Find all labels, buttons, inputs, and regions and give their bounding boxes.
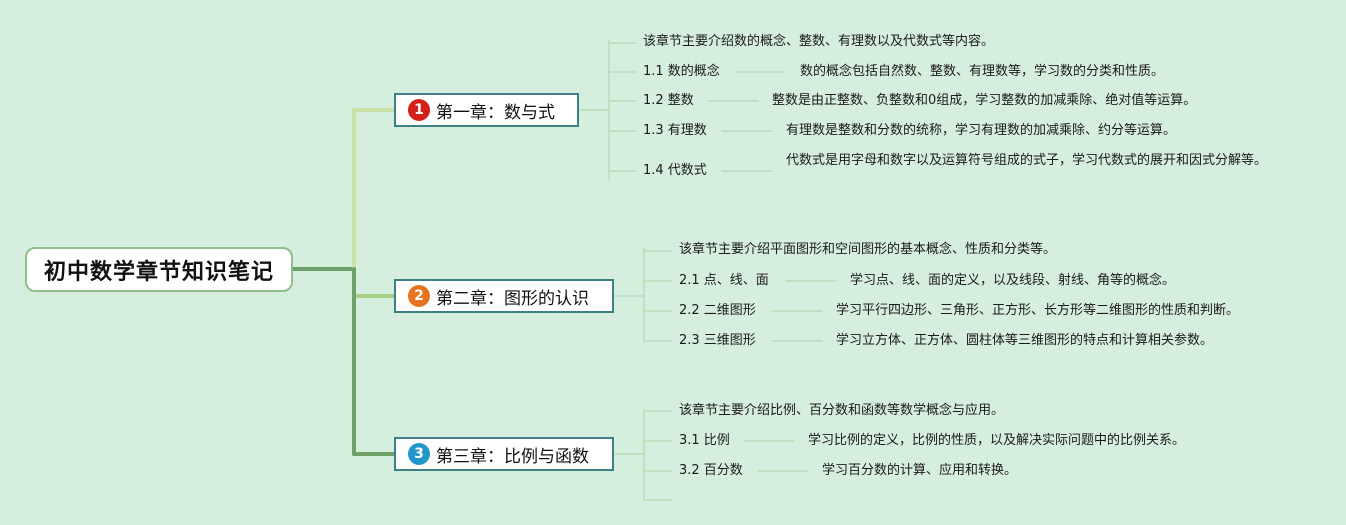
topic-desc[interactable]: 整数是由正整数、负整数和0组成，学习整数的加减乘除、绝对值等运算。 [772,93,1197,108]
chapter-3-intro[interactable]: 该章节主要介绍比例、百分数和函数等数学概念与应用。 [679,403,1005,418]
chapter-node-2[interactable]: 2 第二章：图形的认识 [394,279,614,313]
root-title: 初中数学章节知识笔记 [43,259,274,285]
number-badge-3: 3 [408,443,430,465]
topic-desc[interactable]: 代数式是用字母和数字以及运算符号组成的式子，学习代数式的展开和因式分解等。 [786,153,1268,168]
topic-label[interactable]: 3.1 比例 [679,433,730,448]
chapter-title-2: 第二章：图形的认识 [436,288,589,309]
chapter-node-1[interactable]: 1 第一章：数与式 [394,93,579,127]
topic-desc[interactable]: 学习立方体、正方体、圆柱体等三维图形的特点和计算相关参数。 [836,333,1214,348]
topic-desc[interactable]: 学习点、线、面的定义，以及线段、射线、角等的概念。 [850,273,1176,288]
topic-label[interactable]: 1.2 整数 [643,93,694,108]
topic-desc[interactable]: 学习百分数的计算、应用和转换。 [822,463,1018,478]
topic-label[interactable]: 2.3 三维图形 [679,333,756,348]
chapter-title-3: 第三章：比例与函数 [436,446,589,467]
chapter-2-intro[interactable]: 该章节主要介绍平面图形和空间图形的基本概念、性质和分类等。 [679,242,1057,257]
topic-label[interactable]: 1.4 代数式 [643,163,707,178]
topic-label[interactable]: 1.3 有理数 [643,123,707,138]
topic-label[interactable]: 1.1 数的概念 [643,64,720,79]
topic-desc[interactable]: 有理数是整数和分数的统称，学习有理数的加减乘除、约分等运算。 [786,123,1177,138]
topic-desc[interactable]: 学习平行四边形、三角形、正方形、长方形等二维图形的性质和判断。 [836,303,1240,318]
topic-label[interactable]: 2.2 二维图形 [679,303,756,318]
topic-desc[interactable]: 学习比例的定义，比例的性质，以及解决实际问题中的比例关系。 [808,433,1186,448]
chapter-1-intro[interactable]: 该章节主要介绍数的概念、整数、有理数以及代数式等内容。 [643,34,995,49]
root-node[interactable]: 初中数学章节知识笔记 [25,247,293,292]
chapter-node-3[interactable]: 3 第三章：比例与函数 [394,437,614,471]
number-badge-2: 2 [408,285,430,307]
chapter-title-1: 第一章：数与式 [436,102,555,123]
number-badge-1: 1 [408,99,430,121]
topic-desc[interactable]: 数的概念包括自然数、整数、有理数等，学习数的分类和性质。 [800,64,1165,79]
topic-label[interactable]: 2.1 点、线、面 [679,273,769,288]
topic-label[interactable]: 3.2 百分数 [679,463,743,478]
